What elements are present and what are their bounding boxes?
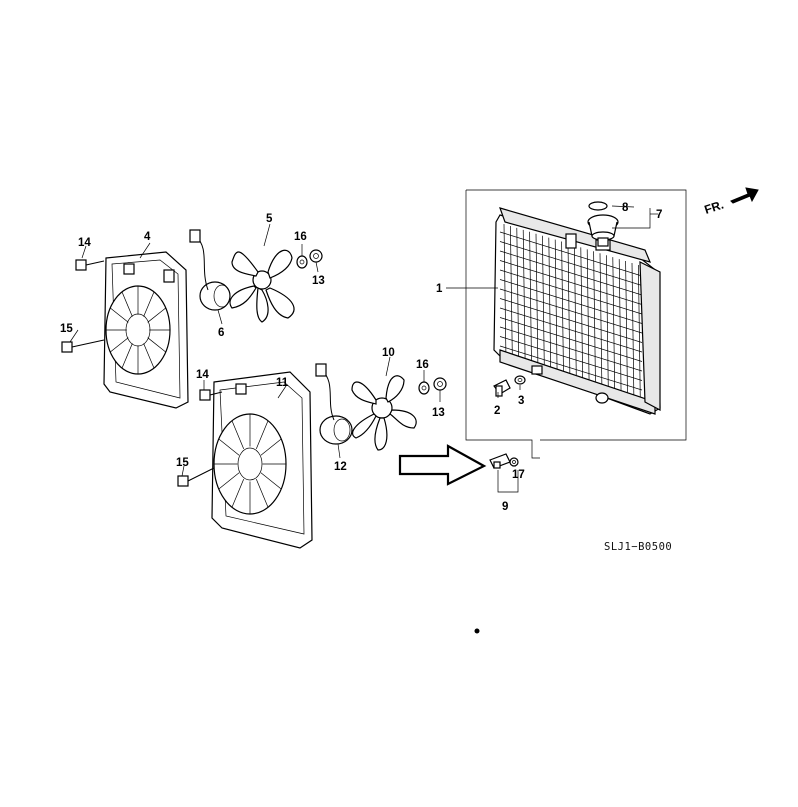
cap-seal-part-8 xyxy=(588,201,608,211)
washer-part-16-lower xyxy=(418,381,430,395)
nut-part-13-upper xyxy=(309,249,323,263)
radiator-cap-part-7 xyxy=(587,214,619,247)
callout-13-upper: 13 xyxy=(312,275,325,287)
callout-7: 7 xyxy=(656,209,662,221)
bolt-part-15-lower xyxy=(177,467,215,487)
callout-1: 1 xyxy=(436,283,443,295)
callout-16-upper: 16 xyxy=(294,231,307,243)
drain-plug-part-2 xyxy=(493,379,511,397)
callout-9: 9 xyxy=(502,501,508,513)
callout-3: 3 xyxy=(518,395,524,407)
callout-labels: 1 2 3 4 5 6 7 8 9 10 11 12 13 13 14 14 1… xyxy=(60,202,662,513)
fan-motor-part-12 xyxy=(315,363,353,445)
bolt-part-14-lower xyxy=(199,389,223,401)
bolt-part-15-upper xyxy=(61,339,105,353)
callout-17: 17 xyxy=(512,469,525,481)
callout-2: 2 xyxy=(494,405,500,417)
fan-shroud-part-11 xyxy=(211,371,313,549)
fan-switch-part-9 xyxy=(489,453,511,469)
fan-motor-part-6 xyxy=(189,229,231,311)
callout-14-upper: 14 xyxy=(78,237,91,249)
o-ring-part-3 xyxy=(514,375,526,385)
fan-shroud-part-4 xyxy=(103,251,189,409)
radiator-part-1 xyxy=(493,207,661,415)
nut-part-13-lower xyxy=(433,377,447,391)
callout-16-lower: 16 xyxy=(416,359,429,371)
washer-part-16-upper xyxy=(296,255,308,269)
callout-10: 10 xyxy=(382,347,395,359)
front-direction-indicator: FR. xyxy=(703,187,759,217)
leader-lines xyxy=(69,205,658,493)
callout-15-upper: 15 xyxy=(60,323,73,335)
drawing-code: SLJ1−B0500 xyxy=(604,541,672,553)
bolt-part-14-upper xyxy=(75,259,105,271)
fan-blade-part-10 xyxy=(351,375,417,451)
fan-blade-part-5 xyxy=(229,249,295,323)
radiator-assembly-frame xyxy=(465,189,687,459)
callout-4: 4 xyxy=(144,231,151,243)
front-direction-label: FR. xyxy=(703,198,726,217)
callout-15-lower: 15 xyxy=(176,457,189,469)
front-arrow-icon xyxy=(730,187,759,204)
callout-13-lower: 13 xyxy=(432,407,445,419)
washer-part-17 xyxy=(509,457,519,467)
callout-5: 5 xyxy=(266,213,273,225)
callout-6: 6 xyxy=(218,327,224,339)
pointer-arrow-icon xyxy=(398,444,487,486)
callout-11: 11 xyxy=(276,377,289,389)
callout-14-lower: 14 xyxy=(196,369,209,381)
callout-12: 12 xyxy=(334,461,347,473)
callout-8: 8 xyxy=(622,202,629,214)
page-dot xyxy=(474,628,480,634)
